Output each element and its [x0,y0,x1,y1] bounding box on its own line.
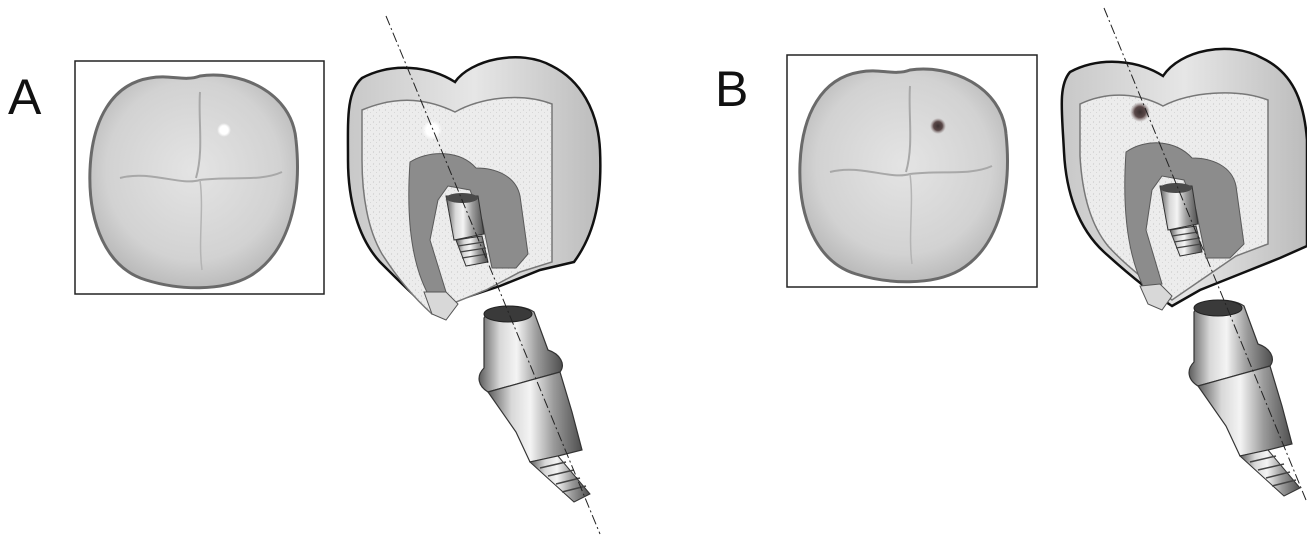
white-spot-lesion-a [217,123,231,137]
white-spot-lesion-crown-a [422,120,442,140]
dark-spot-lesion-b [930,118,946,134]
occlusal-tooth-view-b [800,69,1008,282]
crown-cross-section-b [1062,49,1307,310]
implant-abutment-b [1189,300,1300,496]
occlusal-tooth-view-a [90,75,298,288]
panel-b [787,8,1307,500]
implant-abutment-a [479,306,590,502]
panel-a [75,16,600,534]
crown-cross-section-a [348,57,600,320]
